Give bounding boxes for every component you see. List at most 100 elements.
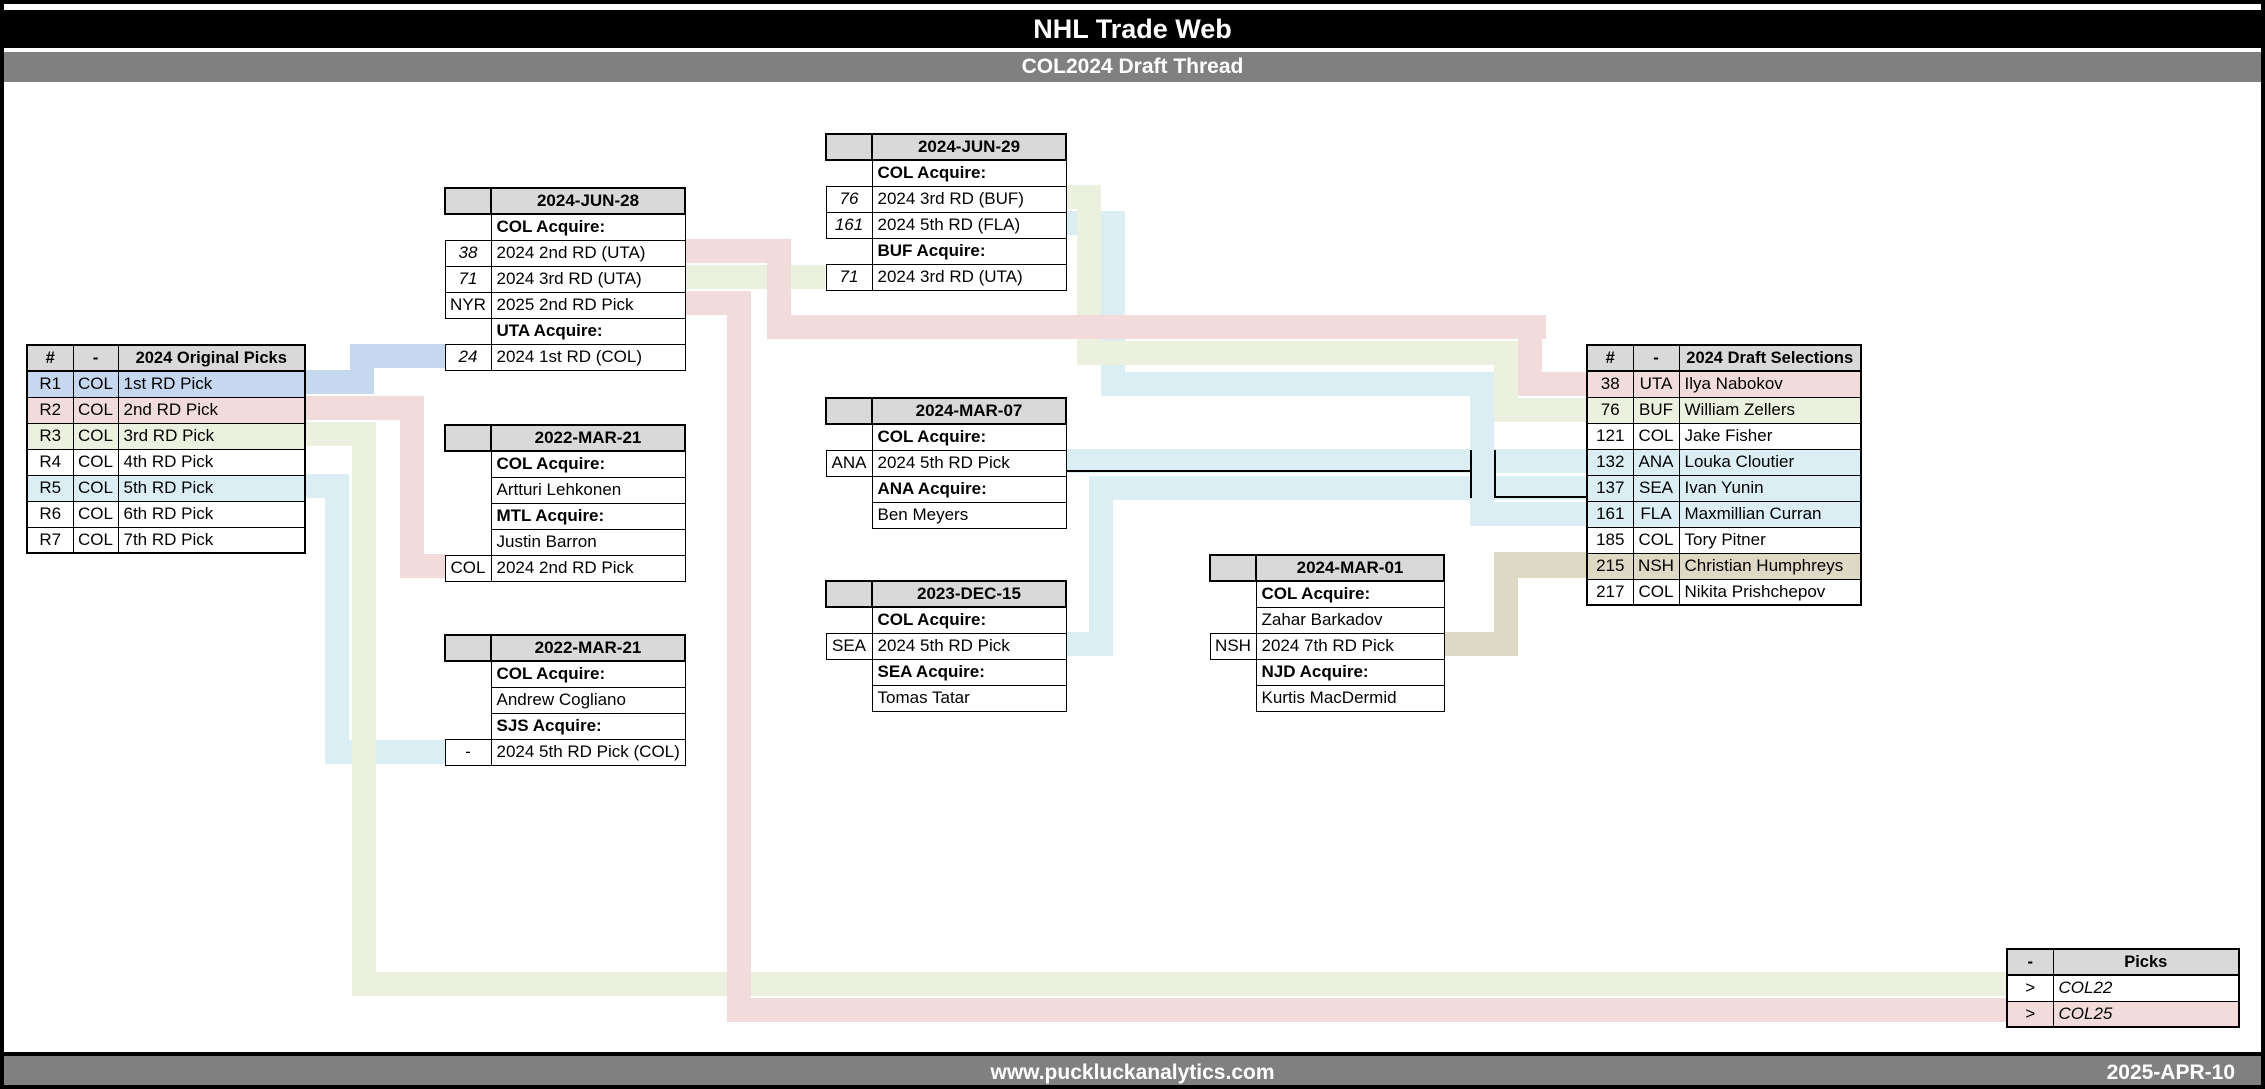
- connector-jun29-76-buf: [1077, 341, 1518, 365]
- table-cell: COL: [72, 422, 119, 450]
- trade-spacer-cell: [445, 661, 491, 687]
- table-row: >COL25: [2006, 1000, 2240, 1028]
- trade-asset: 2024 3rd RD (UTA): [871, 263, 1067, 291]
- subtitle-bar: COL2024 Draft Thread: [4, 52, 2261, 82]
- trade-spacer-cell: [445, 503, 491, 529]
- trade-asset: 2024 2nd RD (UTA): [490, 239, 686, 267]
- table-cell: Ivan Yunin: [1678, 474, 1862, 502]
- trade-row: COL Acquire:: [826, 423, 1067, 451]
- trade-spacer-cell: [1210, 607, 1256, 633]
- trade-row: SJS Acquire:: [445, 712, 686, 740]
- trade-asset: 2024 3rd RD (UTA): [490, 265, 686, 293]
- title-bar: NHL Trade Web: [4, 10, 2261, 48]
- trade-tag-cell: COL: [444, 554, 492, 582]
- trade-spacer-cell: [445, 713, 491, 739]
- table-cell: BUF: [1632, 396, 1680, 424]
- trade-header-row: 2024-MAR-07: [825, 397, 1067, 425]
- trade-acquire-label: ANA Acquire:: [871, 475, 1067, 503]
- table-cell: COL: [1632, 578, 1680, 606]
- table-cell: 215: [1586, 552, 1634, 580]
- table-cell: >: [2006, 1000, 2054, 1028]
- trade-header-spacer: [825, 580, 873, 608]
- trade-acquire-label: MTL Acquire:: [490, 502, 686, 530]
- trade-row: Ben Meyers: [826, 501, 1067, 529]
- connector-jun29-76-buf: [1494, 398, 1590, 422]
- trade-tag-cell: 161: [825, 211, 873, 239]
- trade-row: Andrew Cogliano: [445, 686, 686, 714]
- trade-header-spacer: [444, 424, 492, 452]
- trade-tag-cell: ANA: [825, 449, 873, 477]
- connector-r3-3rd-rd: [352, 422, 376, 996]
- table-cell: Maxmillian Curran: [1678, 500, 1862, 528]
- trade-tag-cell: 38: [444, 239, 492, 267]
- table-row: >COL22: [2006, 974, 2240, 1002]
- trade-row: -2024 5th RD Pick (COL): [444, 738, 686, 766]
- table-cell: COL: [72, 370, 119, 398]
- trade-row: Tomas Tatar: [826, 684, 1067, 712]
- connector-line-bracket: [1470, 450, 1472, 498]
- column-header: -: [2006, 948, 2054, 976]
- connector-r2-2nd-rd: [400, 396, 424, 578]
- connector-jun28-38-uta: [1518, 372, 1590, 396]
- trade-asset: Kurtis MacDermid: [1255, 684, 1445, 712]
- table-cell: Christian Humphreys: [1678, 552, 1862, 580]
- table-cell: FLA: [1632, 500, 1680, 528]
- trade-spacer-cell: [826, 160, 872, 186]
- table-cell: 185: [1586, 526, 1634, 554]
- table-cell: 121: [1586, 422, 1634, 450]
- table-cell: NSH: [1632, 552, 1680, 580]
- table-cell: COL25: [2052, 1000, 2240, 1028]
- trade-acquire-label: UTA Acquire:: [490, 317, 686, 345]
- trade-acquire-label: BUF Acquire:: [871, 237, 1067, 265]
- trade-tag-cell: 71: [825, 263, 873, 291]
- table-cell: 137: [1586, 474, 1634, 502]
- trade-acquire-label: COL Acquire:: [871, 159, 1067, 187]
- trade-asset: 2024 7th RD Pick: [1255, 632, 1445, 660]
- connector-r2-2nd-rd: [400, 554, 446, 578]
- trade-date: 2022-MAR-21: [490, 634, 686, 662]
- trade-row: COL Acquire:: [445, 450, 686, 478]
- table-cell: Tory Pitner: [1678, 526, 1862, 554]
- table-cell: COL: [72, 448, 119, 476]
- trade-asset: Zahar Barkadov: [1255, 606, 1445, 634]
- table-cell: R2: [26, 396, 74, 424]
- connector-r5-5th-rd: [325, 740, 446, 764]
- trade-header-row: 2022-MAR-21: [444, 424, 686, 452]
- trade-date: 2024-JUN-29: [871, 133, 1067, 161]
- connector-jun28-38-uta: [767, 315, 1546, 339]
- trade-acquire-label: COL Acquire:: [490, 213, 686, 241]
- table-cell: 217: [1586, 578, 1634, 606]
- connector-mar01-nsh-7th: [1494, 552, 1590, 578]
- trade-acquire-label: COL Acquire:: [871, 423, 1067, 451]
- trade-row: SEA Acquire:: [826, 658, 1067, 686]
- table-cell: R1: [26, 370, 74, 398]
- trade-spacer-cell: [826, 476, 872, 502]
- table-cell: Ilya Nabokov: [1678, 370, 1862, 398]
- table-cell: R7: [26, 526, 74, 554]
- connector-jun29-161-fla: [1101, 372, 1494, 396]
- trade-acquire-label: COL Acquire:: [871, 606, 1067, 634]
- trade-asset: 2024 5th RD Pick: [871, 449, 1067, 477]
- trade-row: Artturi Lehkonen: [445, 476, 686, 504]
- trade-acquire-label: COL Acquire:: [1255, 580, 1445, 608]
